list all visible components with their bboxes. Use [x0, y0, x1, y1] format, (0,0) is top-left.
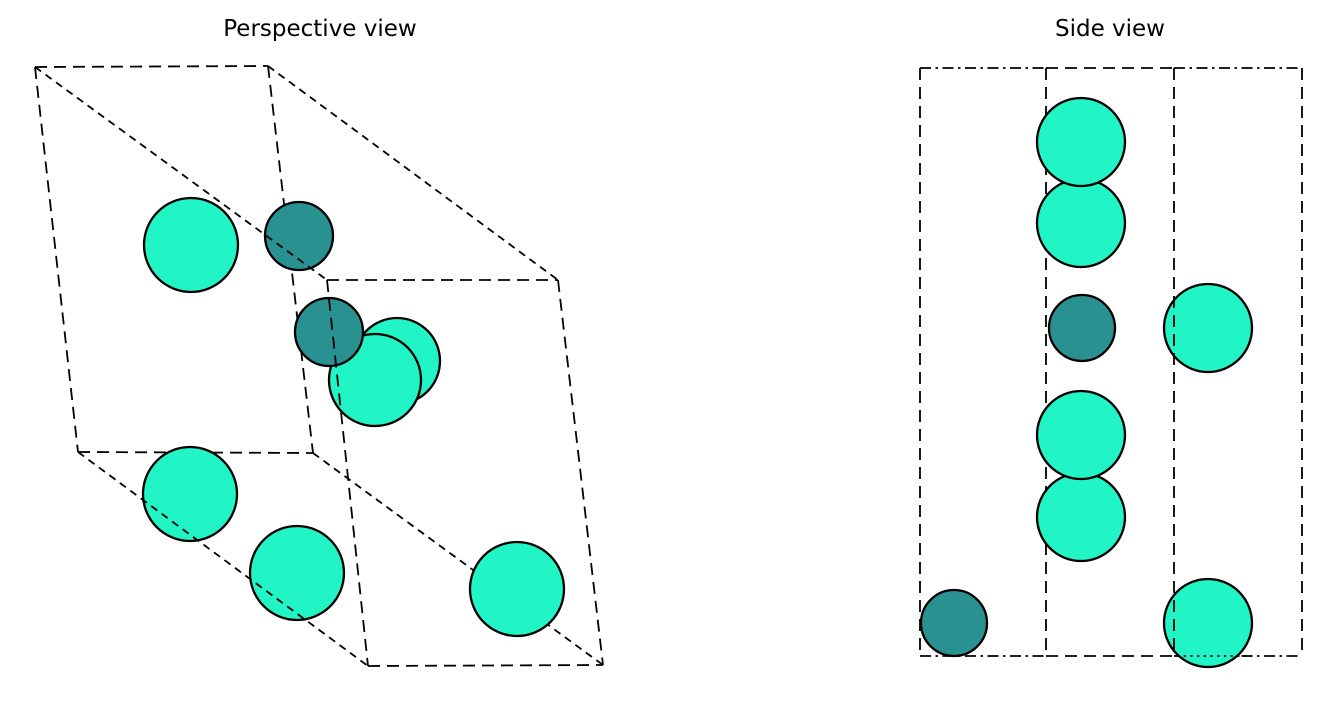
atom-light [1162, 577, 1254, 669]
atom-light [142, 196, 240, 294]
atom-light [1035, 177, 1127, 269]
atom-light [468, 540, 566, 638]
perspective-atoms [141, 196, 566, 638]
cell-edge-A-D [34, 66, 328, 281]
atom-light [1035, 96, 1127, 188]
side-atoms [919, 96, 1254, 669]
panel-side: Side view [919, 16, 1303, 669]
atom-light [1035, 471, 1127, 563]
atom-light [1162, 282, 1254, 374]
cell-edge-A-B [34, 65, 269, 68]
cell-edge-A-E [34, 66, 79, 453]
cell-edge-E-H [77, 451, 369, 667]
atom-dark [293, 296, 365, 368]
side-lines-front [1173, 68, 1252, 657]
side-view-title: Side view [1055, 16, 1165, 42]
panel-perspective: Perspective view [34, 16, 604, 667]
atom-light [1035, 389, 1127, 481]
cell-edge-B-C [267, 65, 559, 281]
cell-edge-H-G [367, 664, 604, 667]
atom-light [248, 524, 346, 622]
perspective-view-title: Perspective view [223, 16, 416, 42]
atom-dark [919, 588, 989, 658]
atom-dark [1047, 293, 1117, 363]
cell-edge-C-G [557, 279, 604, 666]
atom-dark [263, 200, 335, 272]
atom-light [141, 445, 239, 543]
cell-edge-D-H [326, 279, 369, 667]
perspective-lines-front [34, 66, 369, 667]
cell-edge-F-G [312, 452, 604, 666]
